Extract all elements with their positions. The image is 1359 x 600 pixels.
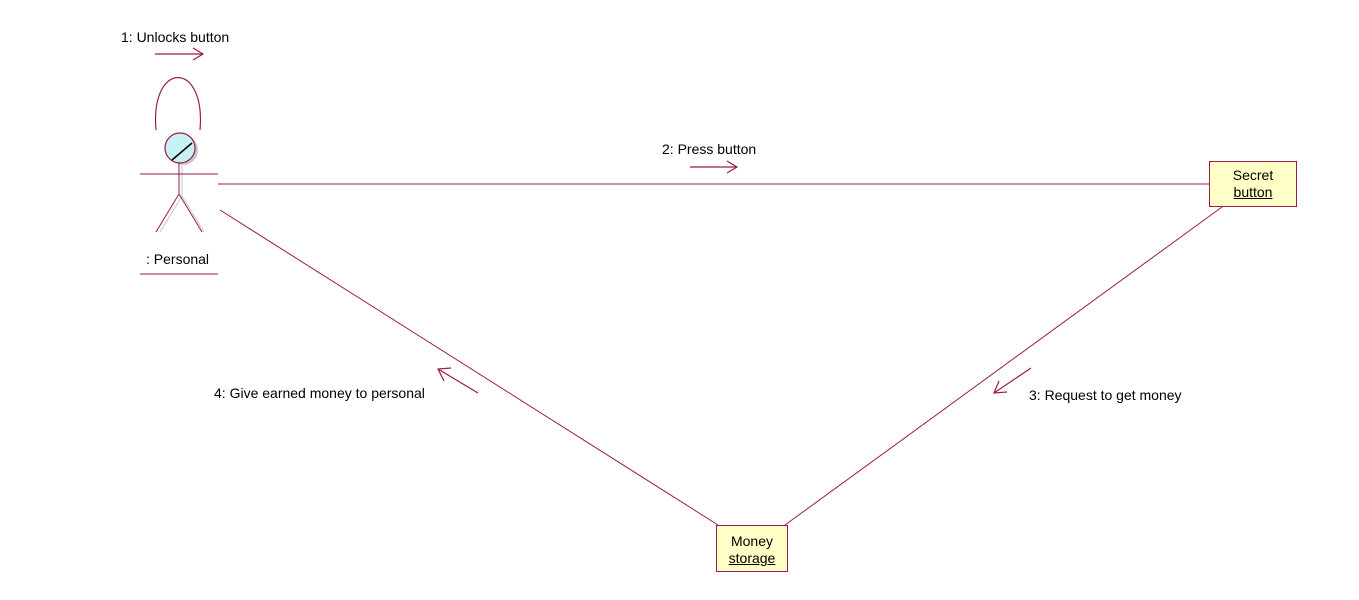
object-secret-button-name-line-2: button (1233, 184, 1273, 200)
stick-figure-actor-icon[interactable] (140, 132, 218, 275)
message-label-1: 1: Unlocks button (121, 29, 230, 45)
self-link-loop[interactable] (154, 77, 202, 131)
link-personal-money-storage[interactable] (219, 209, 719, 526)
object-secret-button[interactable]: Secret button (1209, 161, 1297, 207)
object-money-storage-name-line-2: storage (728, 550, 776, 566)
message-arrow-4 (437, 367, 479, 394)
message-label-2: 2: Press button (662, 141, 757, 157)
object-money-storage[interactable]: Money storage (716, 525, 788, 572)
object-secret-button-name-line-1: Secret (1232, 167, 1274, 183)
link-secret-button-money-storage[interactable] (784, 206, 1223, 526)
object-money-storage-name-line-1: Money (730, 533, 774, 549)
actor-label: : Personal (146, 251, 210, 267)
message-arrow-3 (993, 367, 1032, 394)
message-label-3: 3: Request to get money (1029, 387, 1182, 403)
message-arrow-1 (155, 47, 205, 61)
message-label-4: 4: Give earned money to personal (214, 385, 425, 401)
message-arrow-2 (690, 160, 739, 174)
